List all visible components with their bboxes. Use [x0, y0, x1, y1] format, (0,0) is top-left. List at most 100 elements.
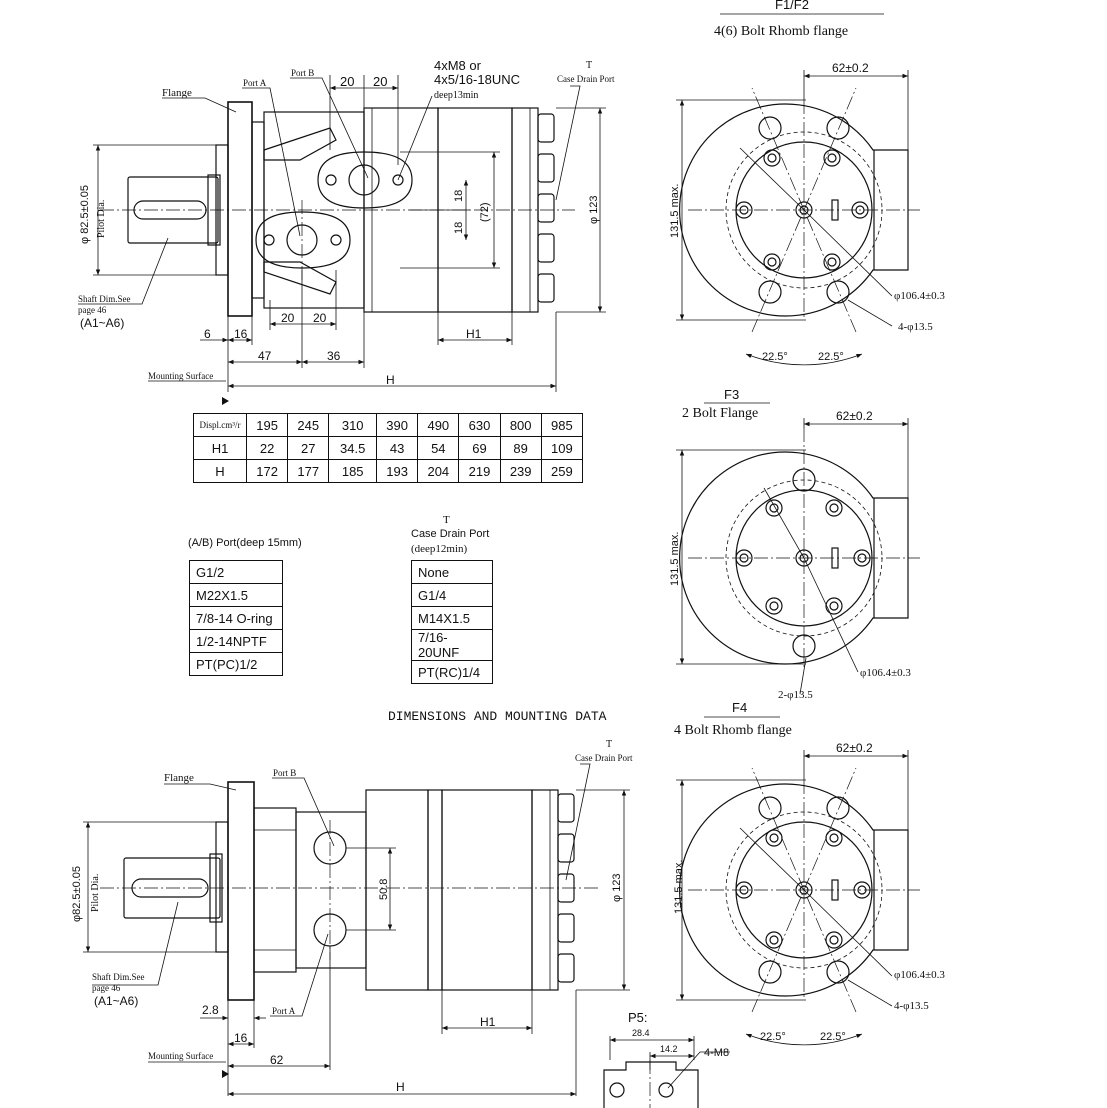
h-cell: 172 — [245, 459, 289, 483]
p5-title: P5: — [628, 1010, 648, 1025]
h1-cell: 43 — [376, 436, 419, 460]
h1-cell: 27 — [287, 436, 330, 460]
f4-ang-2: 22.5° — [820, 1031, 846, 1043]
t-port-cell: PT(RC)1/4 — [411, 660, 493, 684]
t-port-cell: 7/16-20UNF — [411, 629, 493, 661]
a-range-bottom: (A1~A6) — [94, 994, 138, 1008]
p5-dim-28: 28.4 — [632, 1028, 650, 1038]
dim-20-c: 20 — [281, 311, 295, 325]
pilot-label-top: Pilot Dia. — [96, 200, 107, 238]
ab-port-cell: M22X1.5 — [189, 583, 283, 607]
p5-thread: 4-M8 — [704, 1047, 729, 1059]
h-cell: 239 — [499, 459, 542, 483]
f3-dim-131: 131.5 max. — [669, 532, 681, 586]
t-port-cell: None — [411, 560, 493, 584]
t-label-top: T — [586, 60, 592, 71]
dim-6: 6 — [204, 327, 211, 341]
t-port-cell: G1/4 — [411, 583, 493, 607]
f3-dim-62: 62±0.2 — [836, 409, 873, 423]
h-cell: 193 — [376, 459, 419, 483]
f4-title: 4 Bolt Rhomb flange — [674, 723, 792, 738]
dim-123-top: φ 123 — [588, 195, 600, 224]
h1-row-label: H1 — [193, 436, 247, 460]
f12-ang-2: 22.5° — [818, 351, 844, 363]
h-cell: 259 — [540, 459, 584, 483]
p5-dim-14: 14.2 — [660, 1044, 678, 1054]
h1-top: H1 — [466, 327, 482, 341]
displ-cell: 985 — [540, 413, 584, 437]
h-cell: 177 — [287, 459, 330, 483]
table-row: H1 22 27 34.5 43 54 69 89 109 — [193, 436, 584, 460]
h-cell: 204 — [417, 459, 460, 483]
f12-dim-62: 62±0.2 — [832, 61, 869, 75]
h-cell: 219 — [458, 459, 501, 483]
dim-47: 47 — [258, 349, 272, 363]
port-b-label-bottom: Port B — [273, 768, 296, 778]
f4-holes: 4-φ13.5 — [894, 1000, 929, 1012]
f3-code: F3 — [724, 387, 739, 402]
dim-72: (72) — [479, 202, 491, 222]
h-row-label: H — [193, 459, 247, 483]
thread-deep: deep13min — [434, 90, 478, 101]
t-port-t: T — [443, 514, 450, 526]
dim-20-b: 20 — [373, 74, 387, 89]
f12-code: F1/F2 — [775, 0, 809, 12]
dim-18-a: 18 — [453, 190, 465, 202]
h1-cell: 22 — [245, 436, 289, 460]
dim-16-bottom: 16 — [234, 1031, 248, 1045]
h1-cell: 89 — [499, 436, 542, 460]
table-row: Displ.cm³/r 195 245 310 390 490 630 800 … — [193, 413, 584, 437]
thread-line-2: 4x5/16-18UNC — [434, 72, 520, 87]
displ-cell: 630 — [458, 413, 501, 437]
page-ref-top: page 46 — [78, 305, 107, 315]
f4-front-view — [676, 716, 920, 1046]
thread-line-1: 4xM8 or — [434, 58, 482, 73]
h1-cell: 69 — [458, 436, 501, 460]
f12-ang-1: 22.5° — [762, 351, 788, 363]
f3-holes: 2-φ13.5 — [778, 689, 813, 701]
drawing-labels: Flange Port A Port B 20 20 4xM8 or 4x5/1… — [71, 0, 945, 1094]
case-drain-top: Case Drain Port — [557, 74, 615, 84]
h-bottom: H — [396, 1080, 405, 1094]
mounting-top: Mounting Surface — [148, 371, 213, 381]
dim-2-8: 2.8 — [202, 1003, 219, 1017]
table-row: G1/2 — [189, 560, 283, 584]
displ-cell: 310 — [328, 413, 378, 437]
table-row: PT(PC)1/2 — [189, 652, 283, 676]
f12-holes: 4-φ13.5 — [898, 321, 933, 333]
table-row: None — [411, 560, 493, 584]
displ-cell: 195 — [245, 413, 289, 437]
t-port-deep: (deep12min) — [411, 543, 468, 555]
ab-port-title: (A/B) Port(deep 15mm) — [188, 537, 302, 549]
displacement-table: Displ.cm³/r 195 245 310 390 490 630 800 … — [193, 413, 584, 483]
ab-port-cell: PT(PC)1/2 — [189, 652, 283, 676]
f3-title: 2 Bolt Flange — [682, 406, 758, 421]
p5-detail — [603, 1036, 730, 1108]
h1-bottom: H1 — [480, 1015, 496, 1029]
pilot-dim-top: φ 82.5±0.05 — [79, 185, 91, 244]
h-top: H — [386, 373, 395, 387]
f4-ang-1: 22.5° — [760, 1031, 786, 1043]
t-port-cell: M14X1.5 — [411, 606, 493, 630]
f3-pcd: φ106.4±0.3 — [860, 667, 911, 679]
h1-cell: 34.5 — [328, 436, 378, 460]
table-row: M14X1.5 — [411, 606, 493, 630]
f4-code: F4 — [732, 700, 747, 715]
case-drain-bottom: Case Drain Port — [575, 753, 633, 763]
table-row: 7/8-14 O-ring — [189, 606, 283, 630]
bottom-side-view — [83, 763, 630, 1097]
flange-label: Flange — [162, 87, 192, 99]
t-label-bottom: T — [606, 739, 612, 750]
table-row: H 172 177 185 193 204 219 239 259 — [193, 459, 584, 483]
f12-front-view — [676, 13, 920, 366]
pilot-label-bottom: Pilot Dia. — [90, 874, 101, 912]
h-cell: 185 — [328, 459, 378, 483]
dim-16-top: 16 — [234, 327, 248, 341]
page-ref-bottom: page 46 — [92, 983, 121, 993]
table-row: 7/16-20UNF — [411, 629, 493, 661]
dim-18-b: 18 — [453, 222, 465, 234]
table-header: Displ.cm³/r — [193, 413, 247, 437]
table-row: G1/4 — [411, 583, 493, 607]
f12-title: 4(6) Bolt Rhomb flange — [714, 24, 848, 39]
